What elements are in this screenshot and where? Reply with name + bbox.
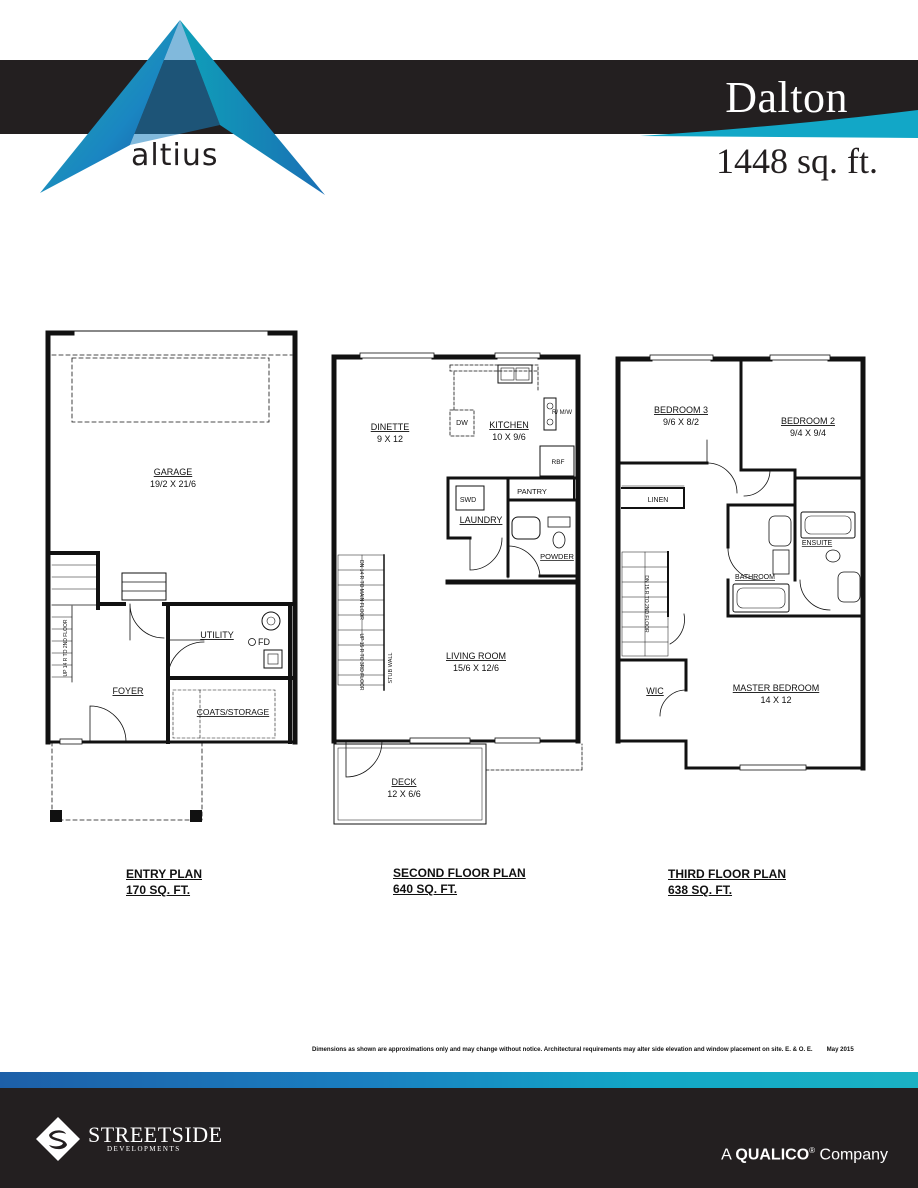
room-bathroom: BATHROOM xyxy=(735,574,775,581)
entry-plan-caption: ENTRY PLAN 170 SQ. FT. xyxy=(126,866,202,898)
room-dinette-dim: 9 X 12 xyxy=(377,434,403,444)
second-stair-up-note: UP 15 R TO 3RD FLOOR xyxy=(358,634,364,691)
label-swd: SWD xyxy=(460,497,476,504)
streetside-name: STREETSIDE xyxy=(88,1122,223,1147)
third-plan-caption: THIRD FLOOR PLAN 638 SQ. FT. xyxy=(668,866,786,898)
second-stair-down-note: DN 14 R TO MAIN FLOOR xyxy=(358,560,364,620)
second-plan-area: 640 SQ. FT. xyxy=(393,882,458,896)
label-rbf: RBF xyxy=(552,459,565,466)
plan-total-sqft: 1448 sq. ft. xyxy=(716,141,878,181)
room-bedroom-3: BEDROOM 3 xyxy=(654,405,708,415)
streetside-logo-icon xyxy=(36,1117,80,1161)
room-living-dim: 15/6 X 12/6 xyxy=(453,663,499,673)
plan-title: Dalton xyxy=(725,73,848,122)
room-dinette: DINETTE xyxy=(371,422,410,432)
third-plan-name: THIRD FLOOR PLAN xyxy=(668,867,786,881)
room-kitchen: KITCHEN xyxy=(489,420,529,430)
footer-bar xyxy=(0,1088,918,1188)
window-marks xyxy=(59,352,831,771)
streetside-sub: DEVELOPMENTS xyxy=(107,1145,181,1153)
header-swoosh xyxy=(640,110,918,138)
third-floor-walls xyxy=(615,356,866,771)
room-garage: GARAGE xyxy=(154,467,193,477)
room-bedroom-2-dim: 9/4 X 9/4 xyxy=(790,428,826,438)
second-plan-name: SECOND FLOOR PLAN xyxy=(393,866,526,880)
qualico-suffix: Company xyxy=(819,1146,888,1164)
room-deck-dim: 12 X 6/6 xyxy=(387,789,421,799)
qualico-name: QUALICO xyxy=(735,1146,810,1164)
entry-plan-name: ENTRY PLAN xyxy=(126,867,203,881)
disclaimer-date: May 2015 xyxy=(826,1046,854,1053)
third-plan-area: 638 SQ. FT. xyxy=(668,883,733,897)
disclaimer-text: Dimensions as shown are approximations o… xyxy=(312,1046,813,1053)
room-deck: DECK xyxy=(391,777,416,787)
room-foyer: FOYER xyxy=(112,686,144,696)
label-dw: DW xyxy=(456,420,468,427)
room-bedroom-2: BEDROOM 2 xyxy=(781,416,835,426)
qualico-prefix: A xyxy=(721,1146,731,1164)
room-master-bedroom-dim: 14 X 12 xyxy=(760,695,791,705)
room-wic: WIC xyxy=(646,686,664,696)
room-bedroom-3-dim: 9/6 X 8/2 xyxy=(663,417,699,427)
room-pantry: PANTRY xyxy=(517,487,547,496)
label-stub-wall: STUB WALL xyxy=(388,653,394,684)
disclaimer: Dimensions as shown are approximations o… xyxy=(312,1046,854,1053)
room-utility: UTILITY xyxy=(200,630,234,640)
room-kitchen-dim: 10 X 9/6 xyxy=(492,432,526,442)
third-stair-down-note: DN 15 R TO 2ND FLOOR xyxy=(643,575,649,633)
qualico-reg: ® xyxy=(809,1146,816,1155)
entry-plan-area: 170 SQ. FT. xyxy=(126,883,191,897)
label-r-mw: R/ M/W xyxy=(552,410,572,416)
altius-logo-icon xyxy=(40,20,325,195)
second-plan-caption: SECOND FLOOR PLAN 640 SQ. FT. xyxy=(393,865,526,897)
qualico-company: A QUALICO® Company xyxy=(721,1146,888,1164)
room-coats-storage: COATS/STORAGE xyxy=(197,707,270,717)
room-master-bedroom: MASTER BEDROOM xyxy=(733,683,820,693)
brand-altius: altius xyxy=(131,138,219,173)
room-powder: POWDER xyxy=(540,552,574,561)
entry-plan-walls xyxy=(45,330,298,822)
room-garage-dim: 19/2 X 21/6 xyxy=(150,479,196,489)
room-linen: LINEN xyxy=(648,497,669,504)
room-ensuite: ENSUITE xyxy=(802,540,833,547)
entry-stair-note: UP 14 R TO 2ND FLOOR xyxy=(63,619,69,676)
label-fd: FD xyxy=(258,637,270,647)
floor-plans-drawing: GARAGE 19/2 X 21/6 UTILITY FD FOYER COAT… xyxy=(45,330,866,825)
footer-gradient-bar xyxy=(0,1072,918,1088)
room-living: LIVING ROOM xyxy=(446,651,506,661)
room-laundry: LAUNDRY xyxy=(460,515,503,525)
